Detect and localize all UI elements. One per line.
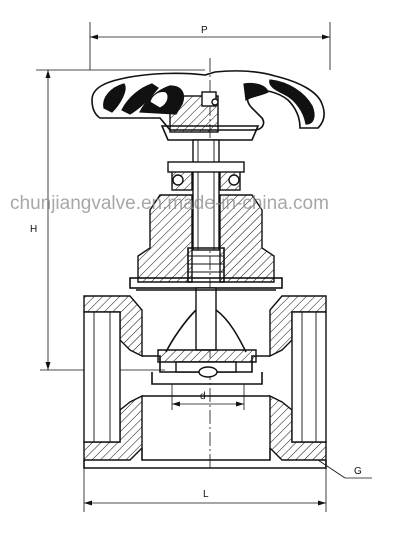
gland-nut	[167, 161, 245, 191]
dimension-bore	[171, 384, 245, 410]
valve-stem	[192, 139, 220, 251]
bonnet	[129, 194, 283, 289]
dimension-thread	[317, 459, 372, 479]
label-length: L	[203, 489, 209, 500]
valve-body	[83, 289, 327, 469]
watermark: chunjiangvalve.en.made-in-china.com	[10, 193, 329, 214]
label-thread: G	[354, 466, 362, 477]
label-height: H	[30, 224, 37, 235]
label-bore: d	[200, 391, 206, 402]
lower-stem	[165, 287, 247, 353]
label-top-width: P	[201, 25, 208, 36]
handwheel	[91, 70, 325, 141]
dimension-length	[83, 468, 327, 512]
dimension-top-width	[89, 22, 331, 70]
